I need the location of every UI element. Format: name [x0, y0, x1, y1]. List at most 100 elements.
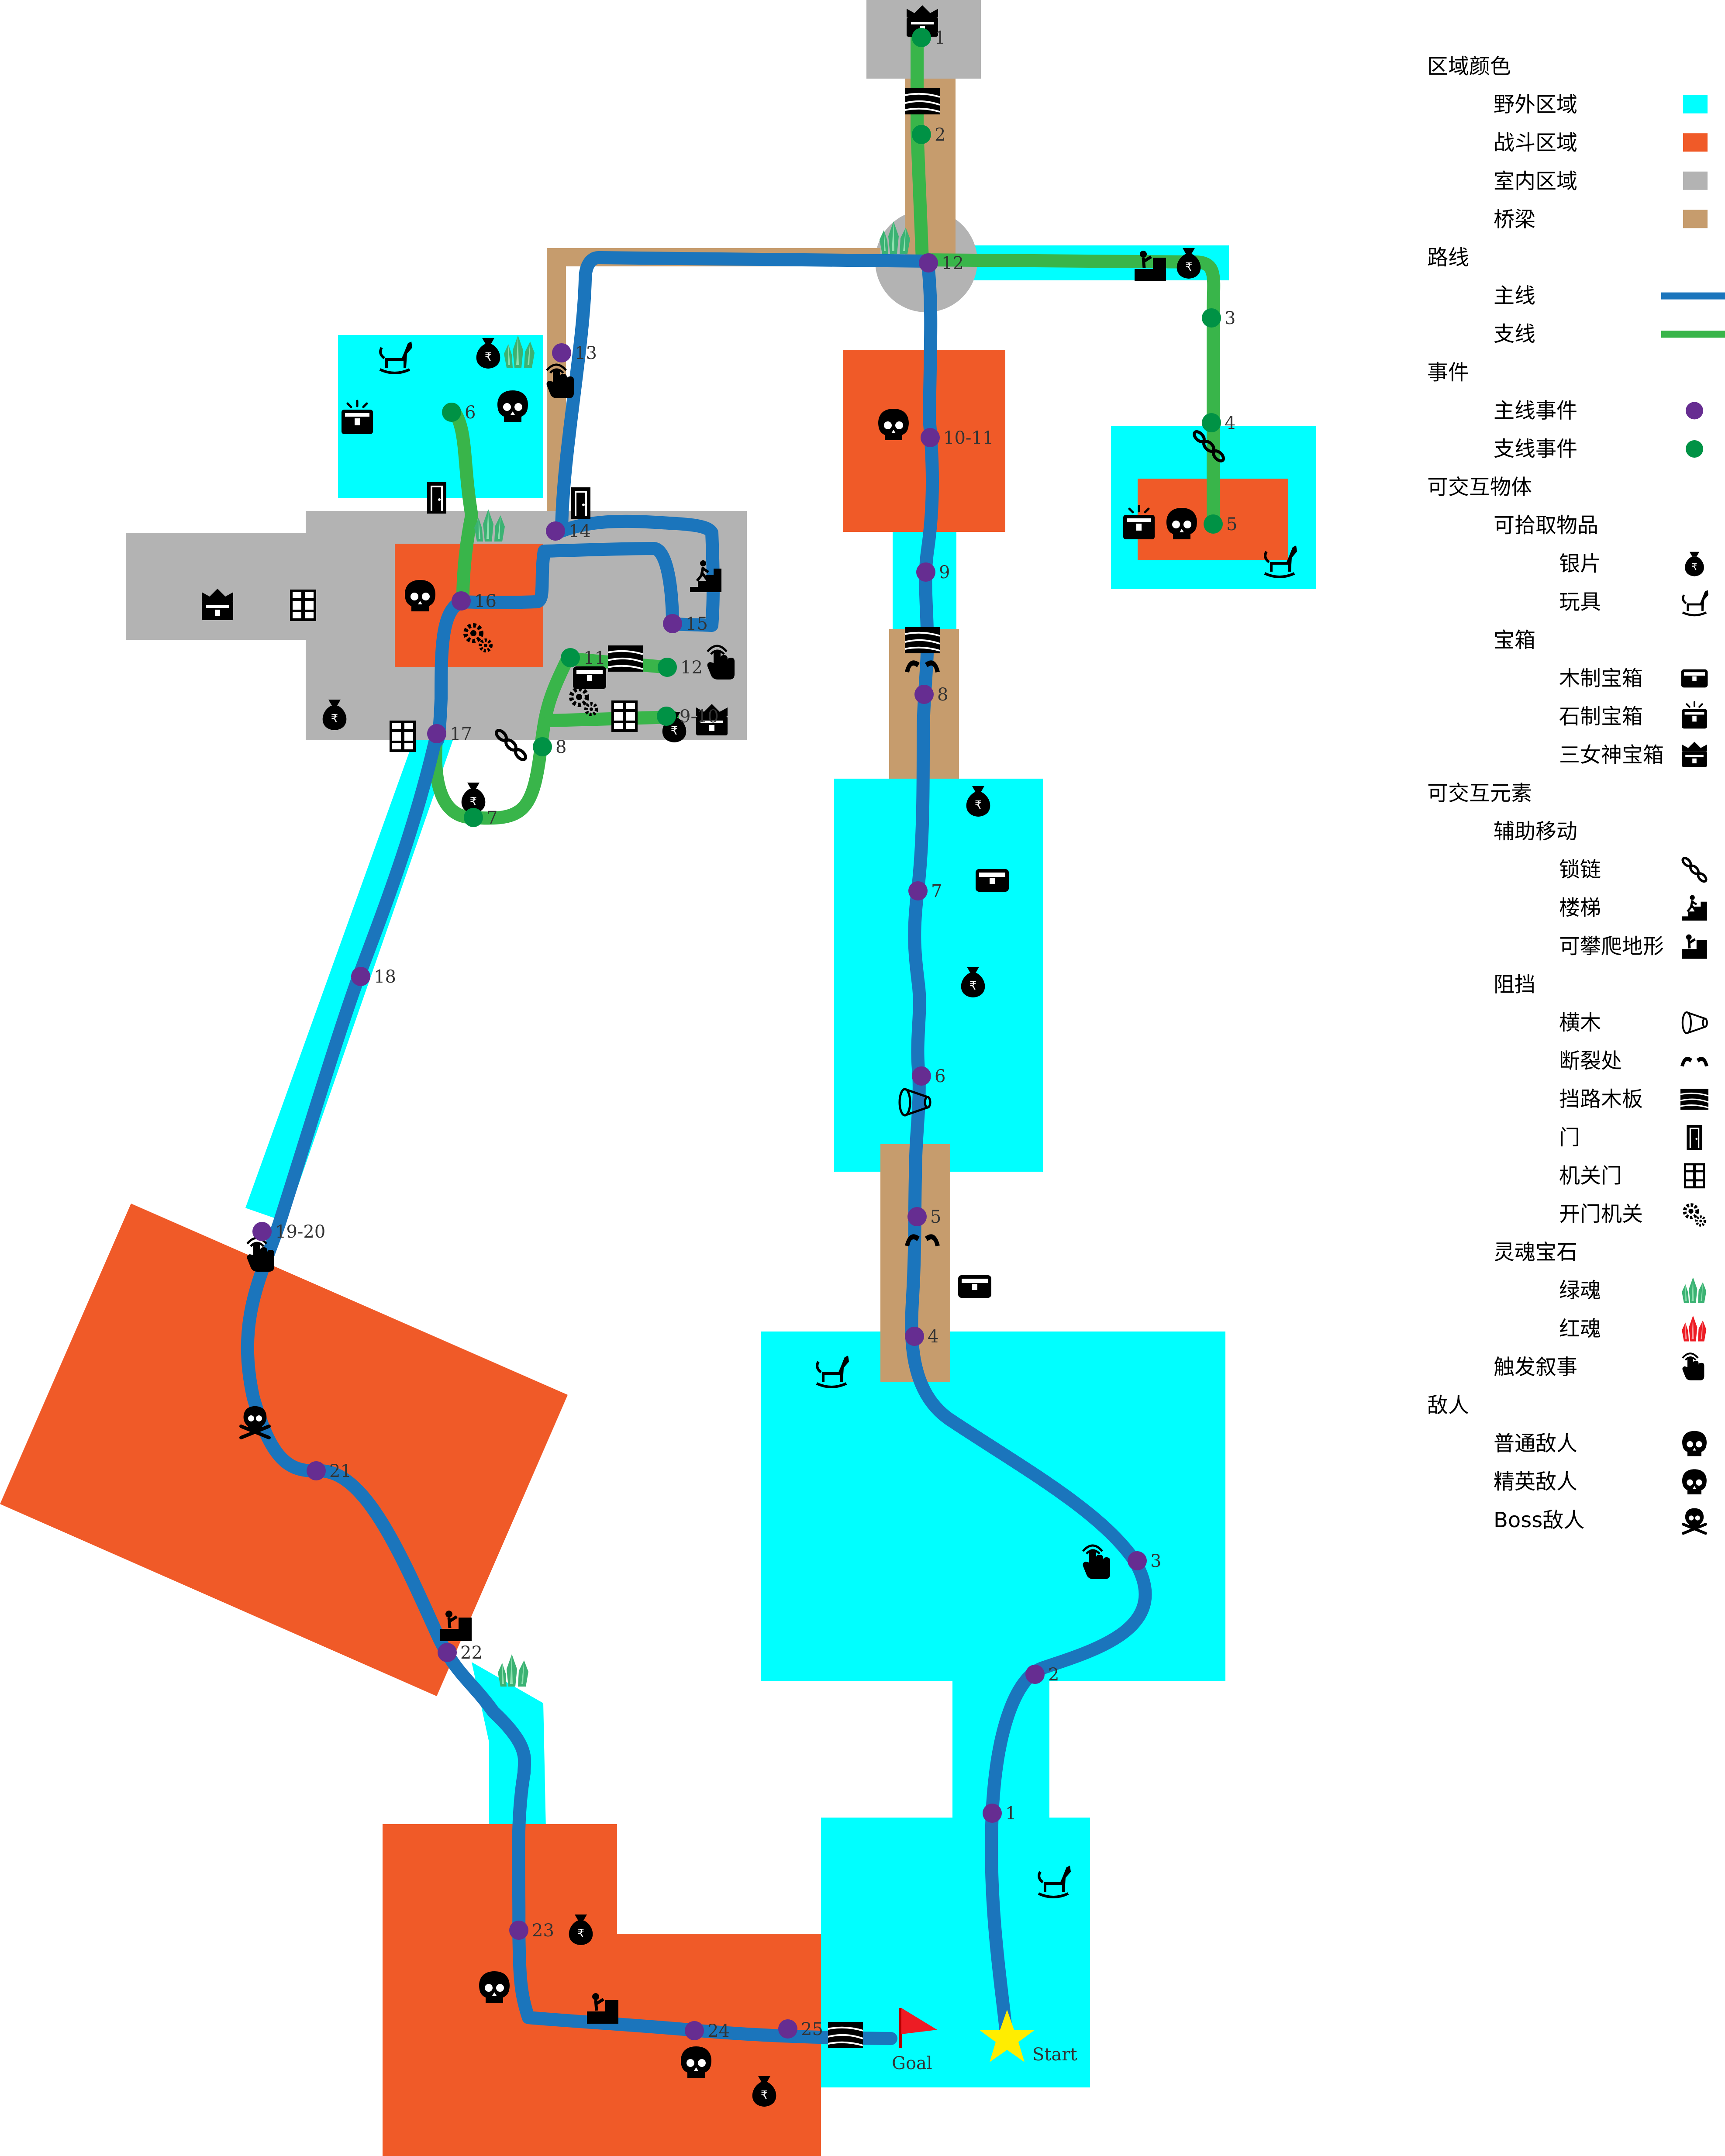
main-event-dot[interactable] — [912, 1066, 931, 1086]
main-event-dot[interactable] — [546, 521, 565, 541]
side-event-marker[interactable]: 12 — [658, 658, 703, 678]
main-event-dot[interactable] — [427, 724, 446, 743]
main-event-dot[interactable] — [509, 1921, 528, 1940]
main-event-marker[interactable]: 18 — [351, 967, 396, 987]
planks-icon[interactable] — [827, 2021, 864, 2049]
side-event-marker[interactable]: 8 — [533, 737, 566, 757]
side-event-marker[interactable]: 6 — [442, 403, 476, 423]
legend-chest-label: 石制宝箱 — [1559, 704, 1643, 729]
main-event-marker[interactable]: 22 — [438, 1643, 483, 1663]
side-event-dot[interactable] — [912, 28, 931, 47]
side-event-dot[interactable] — [657, 707, 676, 726]
planks-icon[interactable] — [607, 645, 644, 673]
side-event-marker[interactable]: 3 — [1202, 308, 1235, 328]
mechanism-door-icon[interactable] — [290, 590, 316, 621]
wild-area — [472, 1662, 546, 1829]
legend-blocking-label: 断裂处 — [1559, 1049, 1622, 1073]
side-event-label: 1 — [935, 28, 945, 48]
main-event-dot[interactable] — [663, 614, 682, 633]
main-event-dot[interactable] — [1025, 1665, 1045, 1684]
main-event-marker[interactable]: 21 — [307, 1461, 352, 1481]
main-event-marker[interactable]: 9 — [916, 562, 950, 583]
side-event-dot[interactable] — [1202, 308, 1221, 328]
planks-icon[interactable] — [904, 87, 941, 115]
main-event-marker[interactable]: 16 — [452, 591, 497, 611]
main-event-dot[interactable] — [916, 562, 935, 582]
main-event-marker[interactable]: 1 — [983, 1804, 1016, 1824]
main-event-marker[interactable]: 15 — [663, 614, 708, 634]
side-event-dot[interactable] — [464, 808, 483, 827]
legend-pickups-title: 可拾取物品 — [1494, 513, 1598, 538]
main-event-dot[interactable] — [905, 1327, 924, 1346]
legend: 区域颜色野外区域战斗区域室内区域桥梁路线主线支线事件主线事件支线事件可交互物体可… — [1427, 54, 1725, 1533]
side-event-marker[interactable]: 4 — [1202, 413, 1235, 433]
red-soul-icon — [1682, 1315, 1707, 1342]
main-event-dot[interactable] — [1128, 1551, 1147, 1570]
legend-enemy-label: 普通敌人 — [1494, 1432, 1577, 1456]
side-event-marker[interactable]: 2 — [912, 125, 945, 145]
main-event-marker[interactable]: 13 — [552, 343, 597, 363]
main-event-dot[interactable] — [252, 1222, 272, 1241]
main-event-marker[interactable]: 24 — [685, 2021, 730, 2041]
door-icon[interactable] — [427, 482, 446, 514]
main-event-marker[interactable]: 10-11 — [921, 428, 994, 448]
side-event-marker[interactable]: 9-10 — [657, 707, 719, 727]
legend-route-label: 主线 — [1494, 284, 1535, 308]
main-event-marker[interactable]: 2 — [1025, 1665, 1059, 1685]
main-event-dot[interactable] — [983, 1804, 1002, 1823]
side-event-dot[interactable] — [442, 403, 461, 422]
rocking-horse-icon — [1683, 590, 1708, 615]
side-event-dot[interactable] — [561, 648, 580, 667]
main-event-label: 6 — [935, 1066, 945, 1087]
main-event-dot[interactable] — [914, 685, 934, 704]
main-event-dot[interactable] — [921, 428, 940, 447]
log-icon — [1683, 1012, 1707, 1033]
main-event-dot[interactable] — [307, 1461, 326, 1480]
planks-icon[interactable] — [904, 626, 941, 654]
main-event-dot[interactable] — [351, 967, 370, 986]
mechanism-door-icon[interactable] — [611, 700, 638, 732]
side-event-marker[interactable]: 1 — [912, 28, 945, 48]
legend-routes-title: 路线 — [1427, 245, 1469, 270]
main-event-label: 2 — [1048, 1665, 1059, 1685]
main-event-marker[interactable]: 14 — [546, 521, 591, 542]
main-event-marker[interactable]: 5 — [907, 1207, 941, 1227]
main-event-marker[interactable]: 23 — [509, 1921, 554, 1941]
side-event-marker[interactable]: 11 — [561, 648, 606, 668]
main-event-dot[interactable] — [919, 253, 938, 273]
main-event-dot[interactable] — [685, 2021, 704, 2040]
main-event-marker[interactable]: 6 — [912, 1066, 945, 1087]
main-event-marker[interactable]: 3 — [1128, 1551, 1161, 1571]
main-event-dot[interactable] — [438, 1643, 457, 1662]
wooden-chest-icon[interactable] — [573, 666, 606, 689]
green-soul-icon[interactable] — [498, 1654, 528, 1687]
main-event-dot[interactable] — [778, 2019, 797, 2039]
main-event-marker[interactable]: 4 — [905, 1327, 938, 1347]
main-event-marker[interactable]: 19-20 — [252, 1222, 325, 1242]
goal-label: Goal — [892, 2053, 932, 2073]
side-event-marker[interactable]: 7 — [464, 808, 497, 828]
side-event-dot[interactable] — [533, 737, 552, 756]
side-event-dot[interactable] — [1204, 514, 1223, 534]
main-event-dot[interactable] — [552, 343, 571, 362]
side-event-dot[interactable] — [658, 658, 677, 677]
main-event-marker[interactable]: 7 — [908, 881, 942, 901]
main-event-dot[interactable] — [452, 591, 471, 611]
mechanism-door-icon[interactable] — [390, 721, 416, 752]
main-event-marker[interactable]: 12 — [919, 253, 964, 273]
legend-blocking-label: 机关门 — [1559, 1163, 1622, 1188]
legend-blocking-label: 挡路木板 — [1559, 1087, 1643, 1111]
main-event-dot[interactable] — [907, 1207, 927, 1226]
side-event-marker[interactable]: 5 — [1204, 514, 1237, 535]
side-event-dot[interactable] — [1202, 413, 1221, 432]
door-icon[interactable] — [571, 487, 590, 519]
main-event-marker[interactable]: 8 — [914, 685, 948, 705]
side-event-dot[interactable] — [912, 125, 931, 144]
main-event-label: 19-20 — [275, 1222, 325, 1242]
wooden-chest-icon[interactable] — [958, 1275, 991, 1298]
green-soul-icon — [1682, 1277, 1707, 1303]
main-event-dot[interactable] — [908, 881, 928, 900]
main-event-marker[interactable]: 17 — [427, 724, 472, 744]
wooden-chest-icon[interactable] — [976, 869, 1009, 892]
main-event-marker[interactable]: 25 — [778, 2019, 823, 2039]
